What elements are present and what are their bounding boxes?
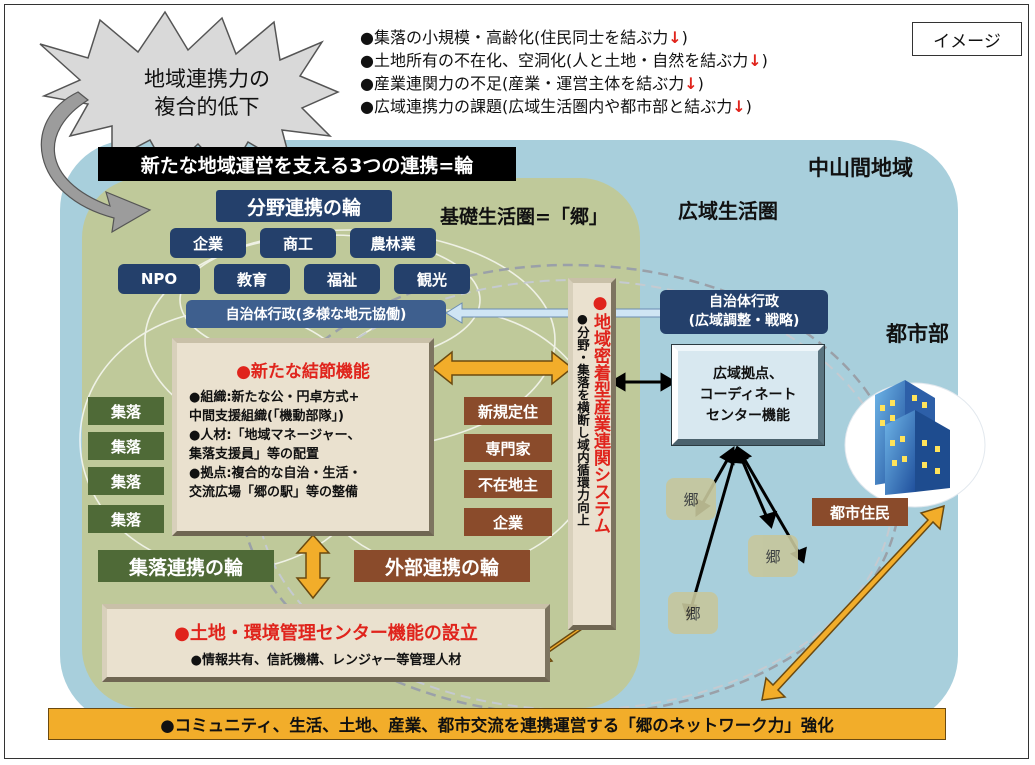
sato-node: 郷 [748, 535, 798, 577]
external-item: 専門家 [464, 434, 552, 462]
land-center-sub: ●情報共有、信託機構、レンジャー等管理人材 [190, 652, 462, 668]
down-arrow-icon: ↓ [748, 51, 762, 70]
bunya-item: 教育 [214, 264, 290, 294]
burst-line2: 複合的低下 [154, 95, 260, 119]
hub-box: 広域拠点、 コーディネート センター機能 [671, 344, 825, 446]
issue-list: ●集落の小規模・高齢化(住民同士を結ぶ力↓) ●土地所有の不在化、空洞化(人と土… [360, 26, 768, 118]
down-arrow-icon: ↓ [684, 74, 698, 93]
city-label: 都市部 [886, 322, 949, 346]
industry-system-box: ●地域密着型産業連関システム ●分野・集落を横断し域内循環力向上 [568, 278, 616, 630]
issue-item: ●産業連関力の不足(産業・運営主体を結ぶ力↓) [360, 74, 704, 93]
node-function-line: 交流広場「郷の駅」等の整備 [189, 485, 359, 500]
industry-system-title: ●地域密着型産業連関システム [590, 293, 610, 534]
hub-line2: コーディネート [699, 386, 797, 403]
node-function-line: 集落支援員」等の配置 [189, 447, 320, 462]
burst-shape [39, 10, 340, 178]
down-arrow-icon: ↓ [668, 28, 682, 47]
region-label-kiso: 基礎生活圏=「郷」 [440, 206, 608, 228]
sato-node: 郷 [666, 478, 716, 520]
hub-line3: センター機能 [706, 407, 790, 424]
region-label-chusankan: 中山間地域 [808, 156, 913, 180]
node-function-line: ●人材:「地域マネージャー、 [189, 428, 361, 443]
node-function-box: ●新たな結節機能 ●組織:新たな公・円卓方式+ 中間支援組織(「機動部隊」) ●… [172, 338, 434, 536]
land-center-title: ●土地・環境管理センター機能の設立 [174, 622, 478, 644]
image-label-box: イメージ [912, 22, 1022, 56]
bunya-item: 商工 [260, 228, 336, 258]
shuraku-ring-title: 集落連携の輪 [98, 550, 274, 582]
burst-line1: 地域連携力の [144, 67, 270, 91]
bunya-ring-title: 分野連携の輪 [216, 190, 392, 222]
bunya-item: 企業 [170, 228, 246, 258]
bunya-item: NPO [118, 264, 200, 294]
industry-system-sub: ●分野・集落を横断し域内循環力向上 [575, 311, 590, 526]
sato-node: 郷 [668, 592, 718, 634]
burst-text: 地域連携力の 複合的低下 [112, 62, 302, 124]
land-center-box: ●土地・環境管理センター機能の設立 ●情報共有、信託機構、レンジャー等管理人材 [102, 604, 550, 682]
jichitai-wide-line1: 自治体行政 [709, 294, 779, 310]
figure-frame [4, 4, 1029, 759]
region-label-kouiki: 広域生活圏 [678, 199, 778, 223]
external-item: 企業 [464, 508, 552, 536]
external-ring-title: 外部連携の輪 [354, 550, 530, 582]
hub-line1: 広域拠点、 [713, 365, 783, 382]
bottom-banner: ●コミュニティ、生活、土地、産業、都市交流を連携運営する「郷のネットワーク力」強… [48, 708, 946, 740]
bunya-item: 福祉 [304, 264, 380, 294]
node-function-title: ●新たな結節機能 [236, 362, 370, 382]
issue-item: ●集落の小規模・高齢化(住民同士を結ぶ力↓) [360, 28, 688, 47]
shuraku-item: 集落 [88, 505, 164, 533]
issue-item: ●広域連携力の課題(広域生活圏内や都市部と結ぶ力↓) [360, 97, 752, 116]
node-function-line: ●拠点:複合的な自治・生活・ [189, 466, 362, 481]
bunya-item: 農林業 [350, 228, 436, 258]
jichitai-local: 自治体行政(多様な地元協働) [186, 300, 446, 328]
node-function-line: 中間支援組織(「機動部隊」) [189, 409, 344, 424]
shuraku-item: 集落 [88, 397, 164, 425]
down-arrow-icon: ↓ [732, 97, 746, 116]
issue-item: ●土地所有の不在化、空洞化(人と土地・自然を結ぶ力↓) [360, 51, 768, 70]
city-residents: 都市住民 [812, 498, 908, 526]
curved-gray-arrow [40, 91, 152, 234]
jichitai-wide: 自治体行政 (広域調整・戦略) [660, 290, 828, 334]
external-item: 不在地主 [464, 470, 552, 498]
shuraku-item: 集落 [88, 432, 164, 460]
bunya-item: 観光 [394, 264, 470, 294]
shuraku-item: 集落 [88, 467, 164, 495]
external-item: 新規定住 [464, 397, 552, 425]
node-function-line: ●組織:新たな公・円卓方式+ [189, 390, 360, 405]
main-title: 新たな地域運営を支える3つの連携=輪 [98, 147, 516, 181]
jichitai-wide-line2: (広域調整・戦略) [688, 313, 800, 329]
building-icon [844, 380, 986, 508]
